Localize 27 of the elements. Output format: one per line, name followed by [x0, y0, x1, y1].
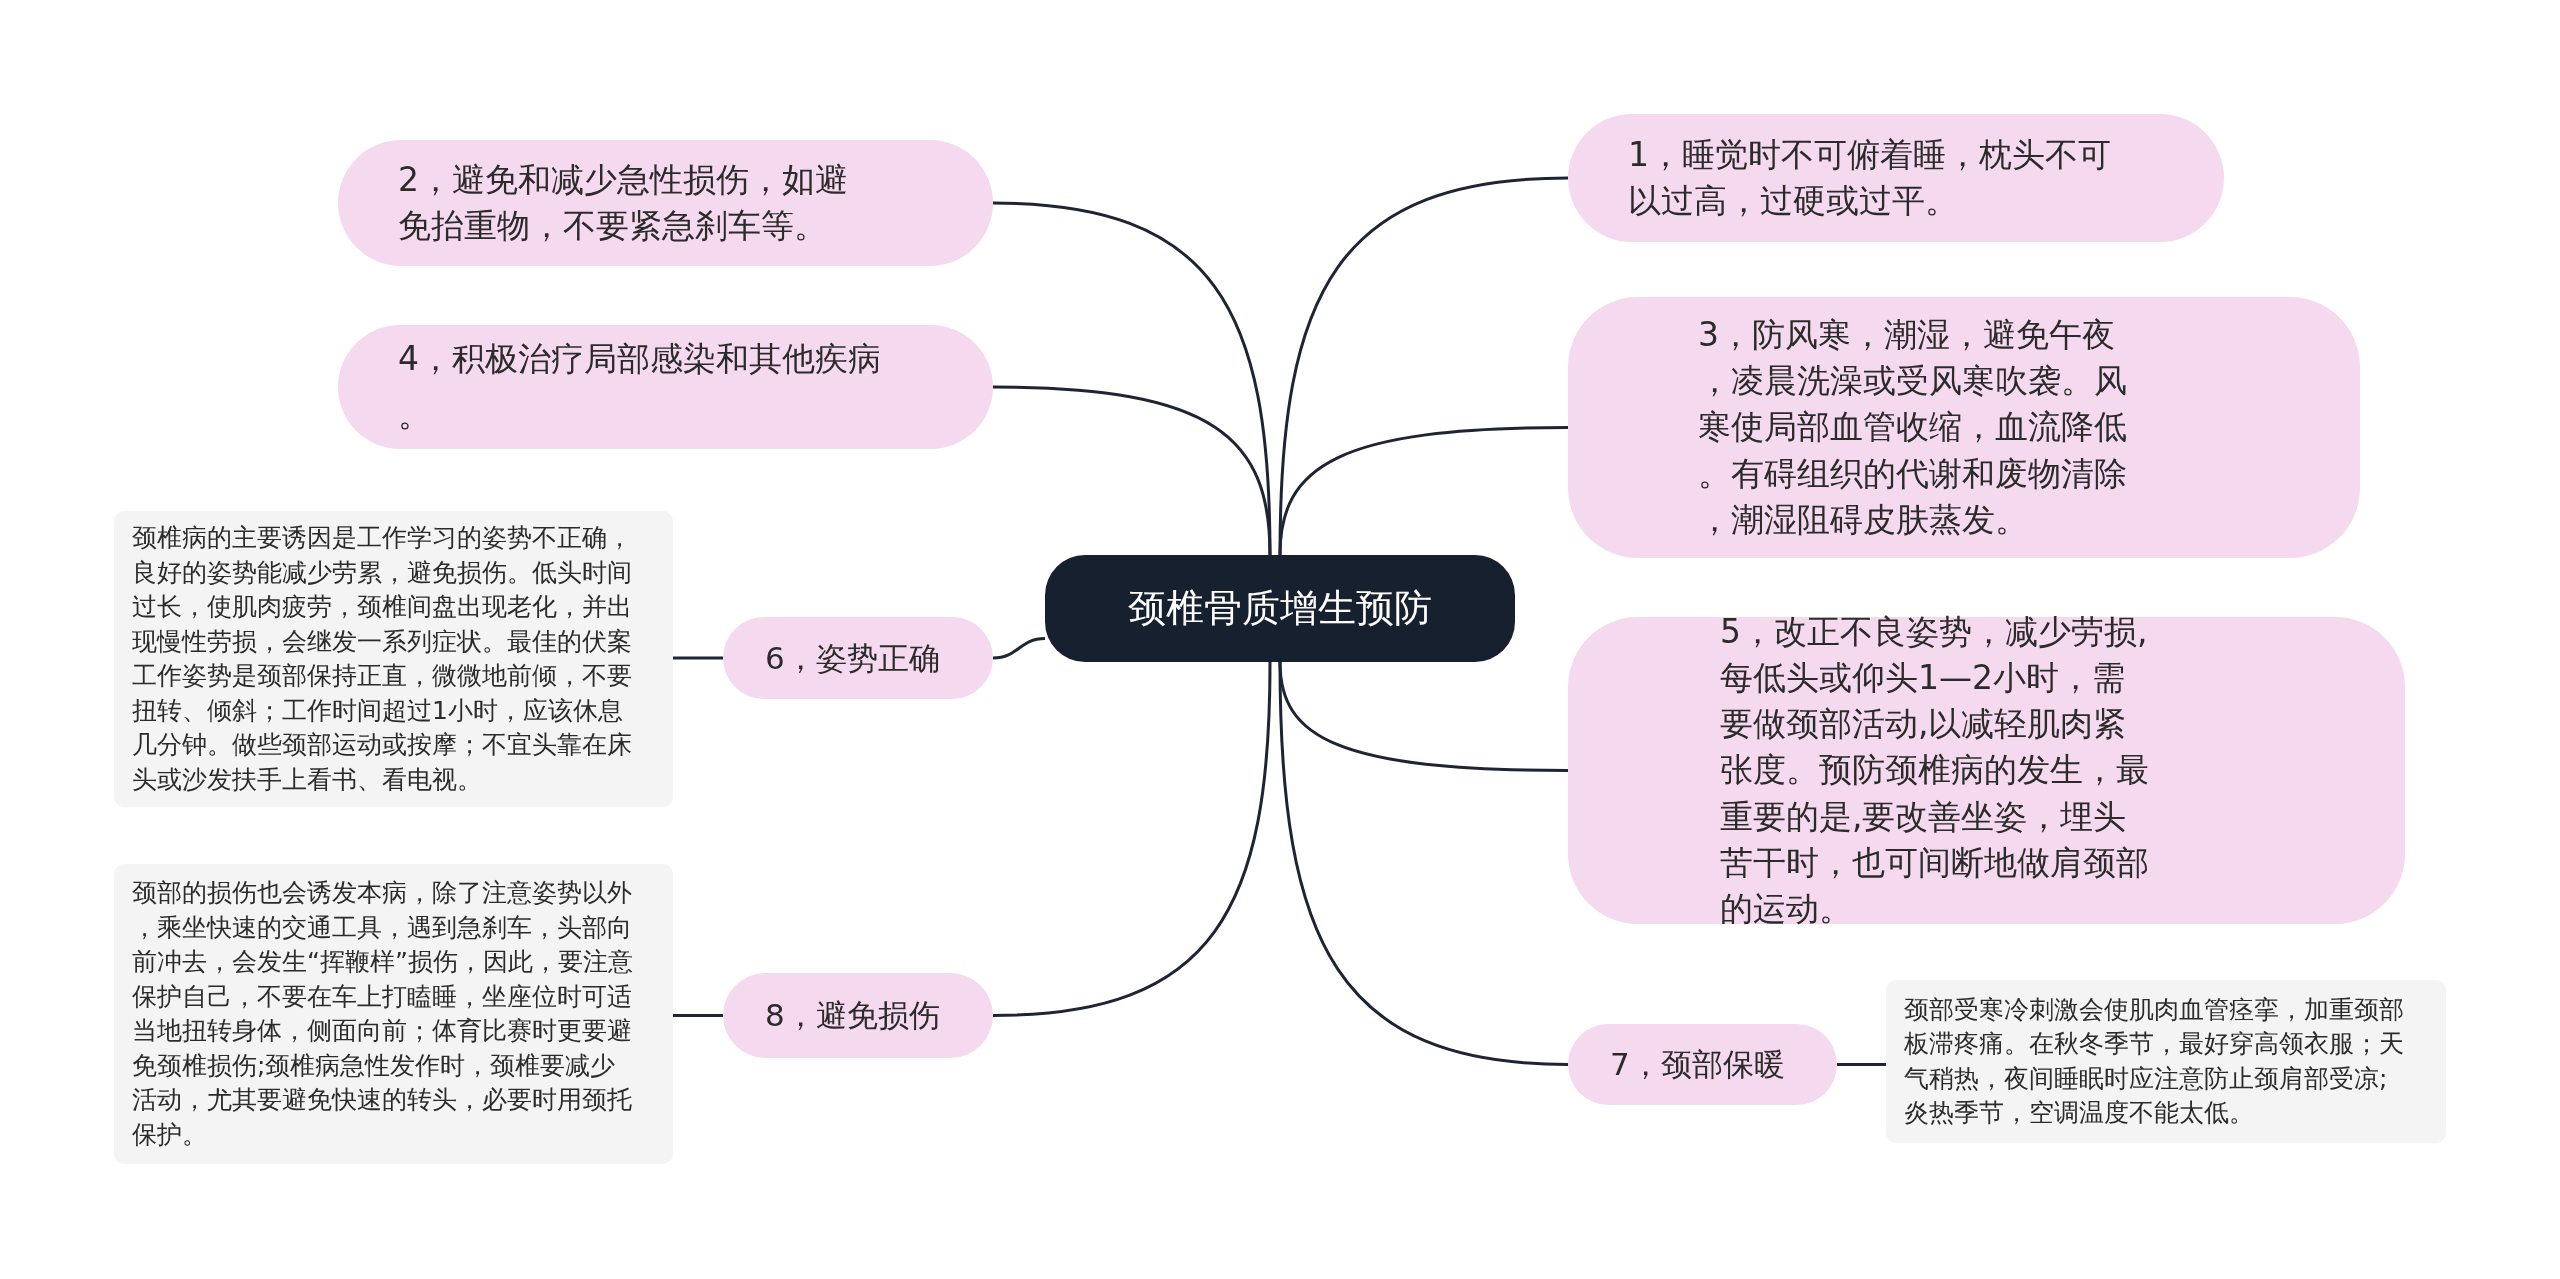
topic-title: 颈椎骨质增生预防	[1128, 584, 1432, 632]
central-topic	[1045, 555, 1515, 662]
note-text: 颈部受寒冷刺激会使肌肉血管痉挛，加重颈部板滞疼痛。在秋冬季节，最好穿高领衣服；天气稍热，夜间睡眠时应注意防止颈肩部受凉;炎热季节，空调温度不能太低。	[1904, 993, 2405, 1129]
topic-box	[1568, 617, 2405, 924]
connector-line	[1278, 661, 1569, 1066]
topic-text: 2，避免和减少急性损伤，如避免抬重物，不要紧急刹车等。	[398, 158, 849, 247]
connector-line	[1278, 426, 1569, 556]
connector-line	[673, 1014, 723, 1017]
topic-text: 7，颈部保暖	[1610, 1045, 1786, 1085]
note-box	[114, 864, 673, 1164]
topic-text: 6，姿势正确	[765, 638, 941, 678]
note-text: 颈椎病的主要诱因是工作学习的姿势不正确，良好的姿势能减少劳累，避免损伤。低头时间过长，使肌肉疲劳，颈椎间盘出现老化，并出现慢性劳损，会继发一系列症状。最佳的伏案工作姿势是颈部保持正直，微微地前倾，不要扭转、倾斜；工作时间超过1小时，应该休息几分钟。做些颈部运动或按摩；不宜头靠在床头或沙发扶手上看书、看电视。	[132, 522, 633, 796]
topic-text: 3，防风寒，潮湿，避免午夜，凌晨洗澡或受风寒吹袭。风寒使局部血管收缩，血流降低。有碍组织的代谢和废物清除，潮湿阻碍皮肤蒸发。	[1698, 314, 2128, 541]
connector-line	[992, 385, 1272, 556]
connector-line	[992, 637, 1046, 660]
topic-text: 5，改正不良姿势，减少劳损,每低头或仰头1—2小时，需要做颈部活动,以减轻肌肉紧张度。预防颈椎病的发生，最重要的是,要改善坐姿，埋头苦干时，也可间断地做肩颈部的运动。	[1720, 610, 2150, 930]
topic-text: 8，避免损伤	[765, 996, 941, 1036]
topic-text: 4，积极治疗局部感染和其他疾病。	[398, 337, 882, 436]
connector-line	[1278, 176, 1569, 556]
note-text: 颈部的损伤也会诱发本病，除了注意姿势以外，乘坐快速的交通工具，遇到急刹车，头部向前冲去，会发生“挥鞭样”损伤，因此，要注意保护自己，不要在车上打瞌睡，坐座位时可适当地扭转身体，侧面向前；体育比赛时更要避免颈椎损伤;颈椎病急性发作时，颈椎要减少活动，尤其要避免快速的转头，必要时用颈托保护。	[132, 877, 634, 1151]
connector-line	[992, 661, 1272, 1017]
note-box	[114, 511, 673, 807]
note-box	[1886, 980, 2446, 1143]
connector-line	[1837, 1063, 1886, 1066]
topic-box	[1568, 297, 2360, 558]
topic-text: 1，睡觉时不可俯着睡，枕头不可以过高，过硬或过平。	[1628, 133, 2112, 222]
connector-line	[673, 656, 723, 660]
